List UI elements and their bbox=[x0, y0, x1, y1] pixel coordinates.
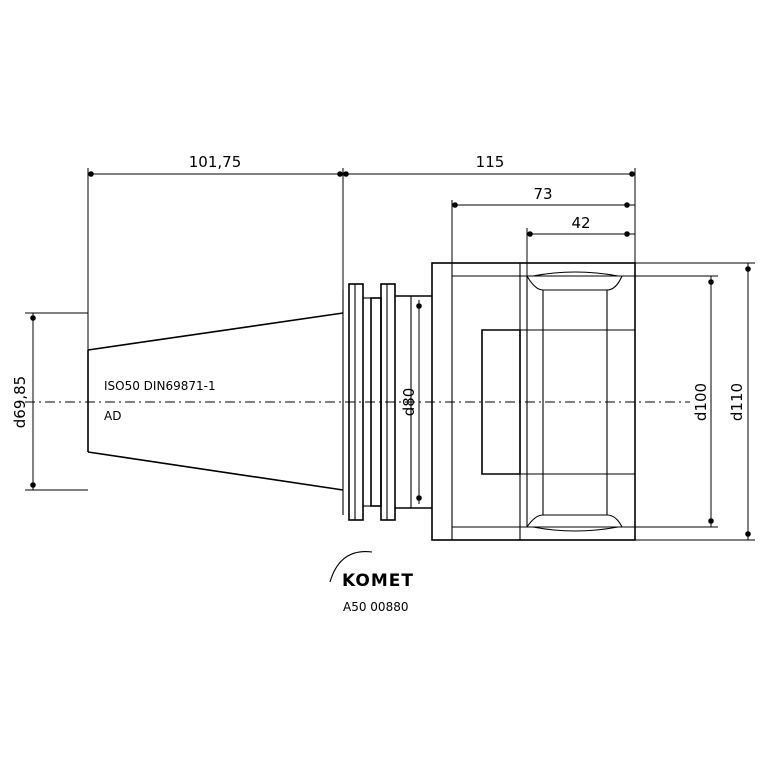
main-body bbox=[431, 262, 636, 541]
dim-115-line bbox=[343, 171, 635, 177]
dim-101-text: 101,75 bbox=[189, 153, 242, 171]
taper-shank bbox=[87, 290, 344, 515]
dim-left-diameter-text: d69,85 bbox=[11, 376, 29, 428]
dim-42-text: 42 bbox=[571, 214, 590, 232]
dim-101-line bbox=[88, 171, 343, 177]
part-number-text: A50 00880 bbox=[343, 600, 408, 614]
dim-73-line bbox=[452, 202, 635, 208]
dim-42-line bbox=[527, 231, 635, 237]
komet-logo: KOMET A50 00880 bbox=[329, 551, 414, 614]
dim-neck-diameter-text: d80 bbox=[400, 388, 418, 417]
dim-115-text: 115 bbox=[476, 153, 505, 171]
flange bbox=[348, 283, 432, 521]
dim-d110-line bbox=[745, 263, 751, 540]
extension-lines bbox=[25, 168, 755, 541]
dim-neck-diameter-line bbox=[416, 300, 422, 504]
spec-label: ISO50 DIN69871-1 bbox=[104, 379, 216, 393]
dim-d100-text: d100 bbox=[692, 383, 710, 421]
dim-73-text: 73 bbox=[533, 185, 552, 203]
dim-d100-line bbox=[708, 276, 714, 527]
form-label: AD bbox=[104, 409, 121, 423]
dim-d110-text: d110 bbox=[728, 383, 746, 421]
logo-swoosh-icon bbox=[329, 551, 373, 583]
dim-left-diameter-line bbox=[30, 313, 36, 490]
logo-brand-text: KOMET bbox=[342, 571, 414, 591]
